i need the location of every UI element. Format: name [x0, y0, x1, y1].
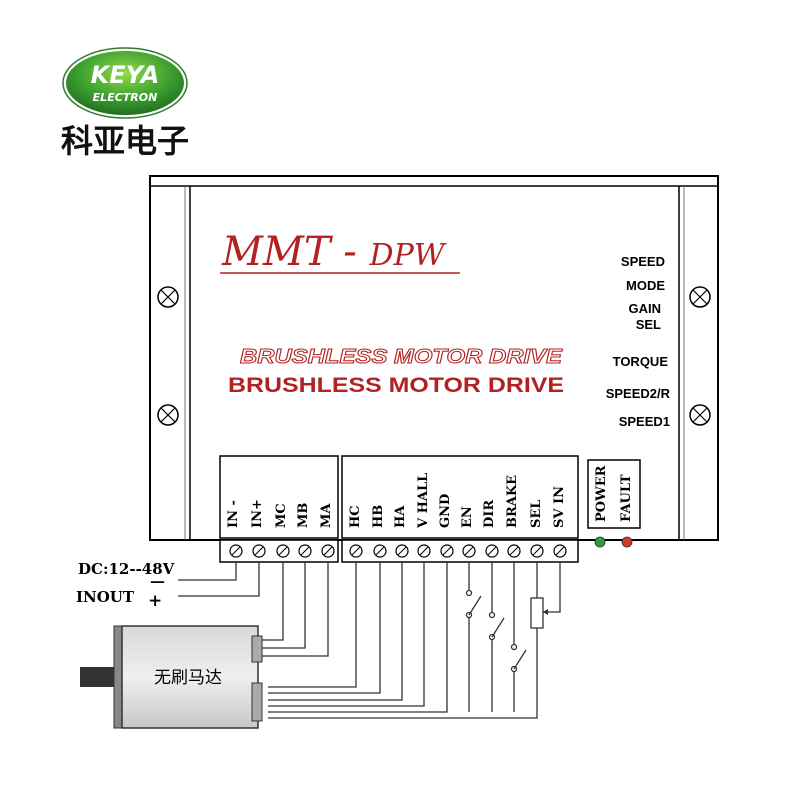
drive-title-outline: BRUSHLESS MOTOR DRIVE — [240, 346, 563, 368]
inout-label: INOUT — [76, 588, 135, 606]
terminal-screw-slot — [231, 546, 241, 556]
side-label-gain: GAIN — [629, 301, 662, 316]
switch-icon — [488, 611, 505, 641]
wire-gnd — [268, 562, 448, 713]
side-label-mode: MODE — [626, 278, 665, 293]
terminal-screw-slot — [419, 546, 429, 556]
drive-title: BRUSHLESS MOTOR DRIVE — [228, 374, 564, 397]
fault-led-icon — [621, 536, 633, 548]
terminal-label-gnd: GND — [438, 494, 453, 528]
indicator-label-box — [587, 459, 641, 529]
terminal-label-ma: MA — [319, 503, 334, 528]
indicator-label-power: POWER — [594, 465, 609, 522]
right-terminal-screws — [349, 544, 567, 558]
screw-icon — [157, 404, 179, 426]
wire-pot-low — [268, 628, 538, 719]
terminal-screw-slot — [323, 546, 333, 556]
company-chinese-name: 科亚电子 — [61, 122, 189, 160]
dc-plus-symbol: + — [148, 591, 162, 611]
wire-mc — [268, 562, 284, 641]
terminal-screw-slot — [375, 546, 385, 556]
side-label-speed2r: SPEED2/R — [606, 386, 671, 401]
terminal-label-sel: SEL — [529, 500, 544, 528]
terminal-screw-slot — [254, 546, 264, 556]
terminal-screw-slot — [555, 546, 565, 556]
left-terminal-screws — [229, 544, 335, 558]
terminal-label-in-minus: IN - — [226, 500, 241, 528]
model-main: MMT - — [221, 229, 370, 275]
model-sub: DPW — [369, 238, 447, 273]
terminal-label-mc: MC — [274, 503, 289, 528]
wire-svin — [543, 562, 561, 613]
terminal-label-hc: HC — [348, 505, 363, 528]
screw-icon — [157, 286, 179, 308]
switch-icon — [510, 643, 527, 673]
motor-shaft — [80, 667, 120, 687]
wire-mb — [268, 562, 306, 649]
terminal-screw-slot — [509, 546, 519, 556]
wire-vhall — [268, 562, 425, 707]
screw-icon — [689, 286, 711, 308]
dc-minus-symbol: — — [150, 572, 165, 590]
side-label-speed: SPEED — [621, 254, 665, 269]
screw-icon — [689, 404, 711, 426]
wires — [178, 562, 561, 719]
brushless-motor: 无刷马达 — [80, 625, 263, 729]
terminal-label-brake: BRAKE — [505, 475, 520, 528]
motor-body — [121, 625, 259, 729]
wire-hc — [268, 562, 357, 688]
wire-hb — [268, 562, 381, 694]
terminal-screw-slot — [464, 546, 474, 556]
terminal-label-ha: HA — [393, 505, 408, 528]
wire-ma — [268, 562, 329, 657]
wire-in-minus — [178, 562, 237, 581]
motor-label: 无刷马达 — [154, 668, 222, 688]
wire-in-plus — [178, 562, 260, 597]
terminal-label-en: EN — [460, 506, 475, 528]
terminal-label-svin: SV IN — [552, 486, 567, 528]
terminal-screw-slot — [487, 546, 497, 556]
terminal-screw-slot — [397, 546, 407, 556]
terminal-screw-slot — [351, 546, 361, 556]
logo-main-text: KEYA — [91, 61, 160, 89]
terminal-screw-slot — [532, 546, 542, 556]
terminal-label-in-plus: IN+ — [250, 499, 265, 528]
terminal-screw-slot — [442, 546, 452, 556]
keya-logo: KEYA ELECTRON — [62, 47, 188, 119]
terminal-label-dir: DIR — [482, 500, 497, 528]
wire-ha — [268, 562, 403, 701]
logo-sub-text: ELECTRON — [93, 91, 158, 104]
switch-icon — [465, 589, 482, 619]
left-terminal-label-box — [219, 455, 339, 539]
side-label-torque: TORQUE — [613, 354, 669, 369]
terminal-label-mb: MB — [296, 503, 311, 528]
terminal-screw-slot — [278, 546, 288, 556]
side-label-sel: SEL — [636, 317, 661, 332]
terminal-label-vhall: V HALL — [416, 473, 431, 529]
terminal-screw-slot — [300, 546, 310, 556]
potentiometer-icon — [530, 597, 548, 629]
indicator-label-fault: FAULT — [619, 474, 634, 522]
model-name: MMT - DPW — [221, 229, 447, 275]
dc-voltage-label: DC:12--48V — [78, 560, 175, 578]
terminal-label-hb: HB — [371, 505, 386, 528]
side-label-speed1: SPEED1 — [619, 414, 670, 429]
power-led-icon — [594, 536, 606, 548]
right-terminal-label-box — [341, 455, 579, 539]
